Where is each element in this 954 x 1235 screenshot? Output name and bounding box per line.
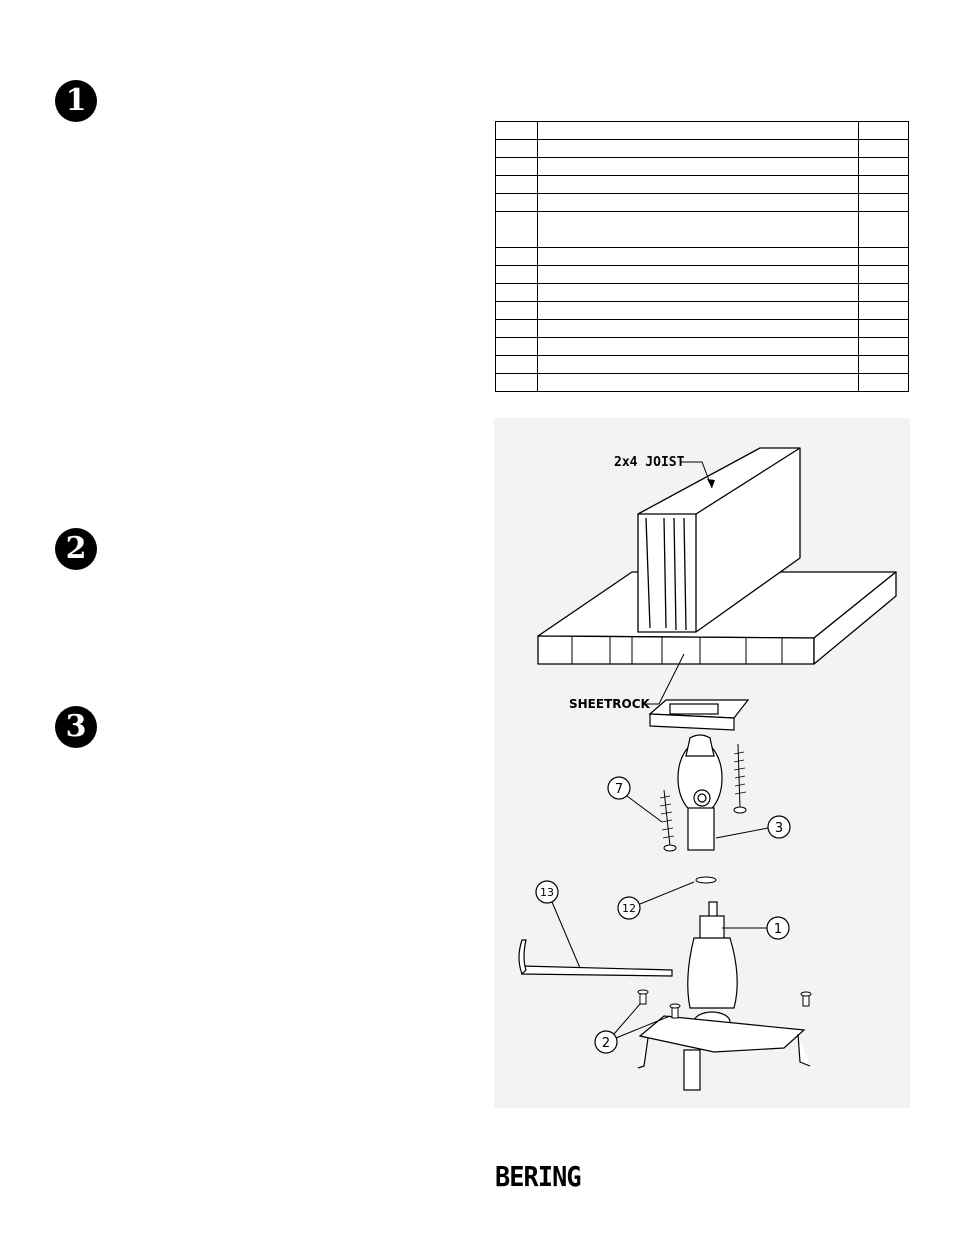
table-row — [495, 355, 909, 374]
step-1-badge: 1 — [55, 80, 97, 122]
callout-12: 12 — [622, 902, 636, 915]
table-row — [495, 337, 909, 356]
callout-7: 7 — [615, 782, 623, 797]
table-row — [495, 211, 909, 248]
assembly-diagram: 2x4 JOIST SHEETROCK 7 3 — [494, 418, 910, 1108]
step-2-badge: 2 — [55, 528, 97, 570]
callout-3: 3 — [775, 821, 783, 836]
step-3-badge: 3 — [55, 706, 97, 748]
table-row — [495, 175, 909, 194]
table-row — [495, 193, 909, 212]
table-row — [495, 373, 909, 392]
table-row — [495, 139, 909, 158]
joist-label: 2x4 JOIST — [614, 455, 685, 470]
table-row — [495, 157, 909, 176]
sheetrock-label: SHEETROCK — [569, 697, 651, 711]
callout-1: 1 — [774, 922, 782, 937]
callout-2: 2 — [602, 1036, 610, 1051]
table-row — [495, 319, 909, 338]
parts-table — [495, 121, 909, 392]
table-row — [495, 247, 909, 266]
brand-logo: BERING — [495, 1160, 582, 1193]
table-row — [495, 121, 909, 140]
table-row — [495, 283, 909, 302]
table-row — [495, 265, 909, 284]
callout-13: 13 — [540, 886, 554, 899]
table-row — [495, 301, 909, 320]
